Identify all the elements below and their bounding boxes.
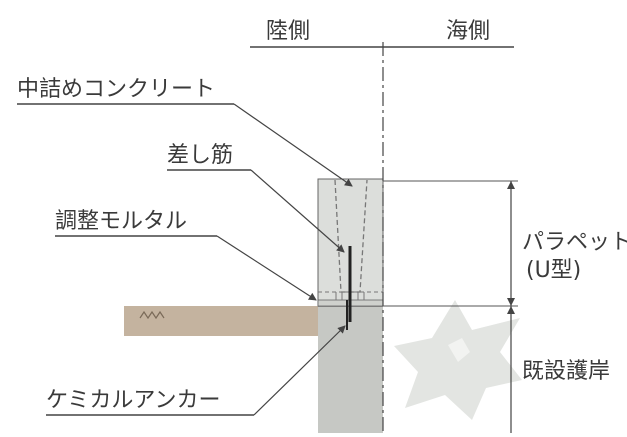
ground: [124, 306, 318, 336]
infill-concrete-leader: [233, 103, 353, 187]
parapet-type-label: (U型): [526, 258, 581, 283]
adjust-mortar-leader: [216, 235, 317, 301]
parapet-label: パラペット: [522, 230, 627, 255]
land-side-label: 陸側: [266, 19, 310, 44]
seawall-dim-arrow: [507, 306, 515, 314]
parapet-feet: [335, 292, 365, 300]
adjust-mortar-label: 調整モルタル: [55, 209, 187, 234]
existing-seawall-label: 既設護岸: [522, 359, 610, 384]
dowel-bar-label: 差し筋: [167, 143, 233, 168]
chemical-anchor-leader: [253, 325, 346, 416]
armor-block-detail: [448, 338, 470, 362]
dowel-bar-leader: [250, 169, 345, 253]
existing-seawall-body: [318, 306, 383, 433]
chemical-anchor-label: ケミカルアンカー: [46, 388, 220, 413]
ground-hatch: [139, 310, 165, 320]
infill-concrete-label: 中詰めコンクリート: [17, 77, 215, 102]
sea-side-label: 海側: [446, 19, 490, 44]
